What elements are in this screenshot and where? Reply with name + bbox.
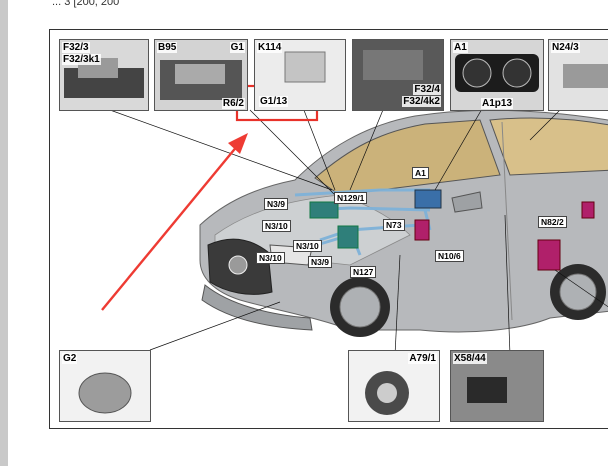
callout-n73: N73 [383, 219, 405, 231]
thumb-b95: B95 G1 R6/2 [154, 39, 248, 111]
diagram-frame: F32/3 F32/3k1 B95 G1 R6/2 K114 G1/13 F32… [49, 29, 608, 429]
thumb-label: R6/2 [221, 98, 245, 109]
thumb-label: G1/13 [259, 96, 289, 107]
callout-n3-9-low: N3/9 [308, 256, 332, 268]
thumb-f32-4: F32/4 F32/4k2 [352, 39, 444, 111]
callout-n10-6: N10/6 [435, 250, 464, 262]
thumb-x58-44: X58/44 [450, 350, 544, 422]
thumb-label: A1 [453, 42, 468, 53]
thumb-label: K114 [257, 42, 283, 53]
callout-a1: A1 [412, 167, 429, 179]
thumb-label: A79/1 [408, 353, 437, 364]
thumb-label: N24/3 [551, 42, 580, 53]
thumb-f32-3: F32/3 F32/3k1 [59, 39, 149, 111]
callout-n127: N127 [350, 266, 377, 278]
viewer-left-edge [0, 0, 8, 466]
callout-n3-9-top: N3/9 [264, 198, 288, 210]
thumb-g2: G2 [59, 350, 151, 422]
thumb-label: F32/4 [413, 84, 441, 95]
thumb-n24-3: N24/3 [548, 39, 608, 111]
highlight-arrowhead [228, 133, 248, 154]
thumb-label: F32/4k2 [402, 96, 441, 107]
thumb-label: G2 [62, 353, 78, 364]
callout-n82-2: N82/2 [538, 216, 567, 228]
page-header-fragment: ... 3 [200, 200 [52, 0, 120, 8]
callout-n3-10-low: N3/10 [256, 252, 285, 264]
callout-n3-10-top: N3/10 [262, 220, 291, 232]
thumb-label: A1p13 [481, 98, 514, 109]
thumb-label: F32/3 [62, 42, 90, 53]
thumb-label: G1 [229, 42, 245, 53]
thumb-k114: K114 G1/13 [254, 39, 346, 111]
thumb-label: F32/3k1 [62, 54, 101, 65]
thumb-a79-1: A79/1 [348, 350, 440, 422]
callout-n3-10-mid: N3/10 [293, 240, 322, 252]
thumb-label: B95 [157, 42, 178, 53]
callout-n129-1: N129/1 [334, 192, 368, 204]
thumb-label: X58/44 [453, 353, 487, 364]
thumb-a1: A1 A1p13 [450, 39, 544, 111]
